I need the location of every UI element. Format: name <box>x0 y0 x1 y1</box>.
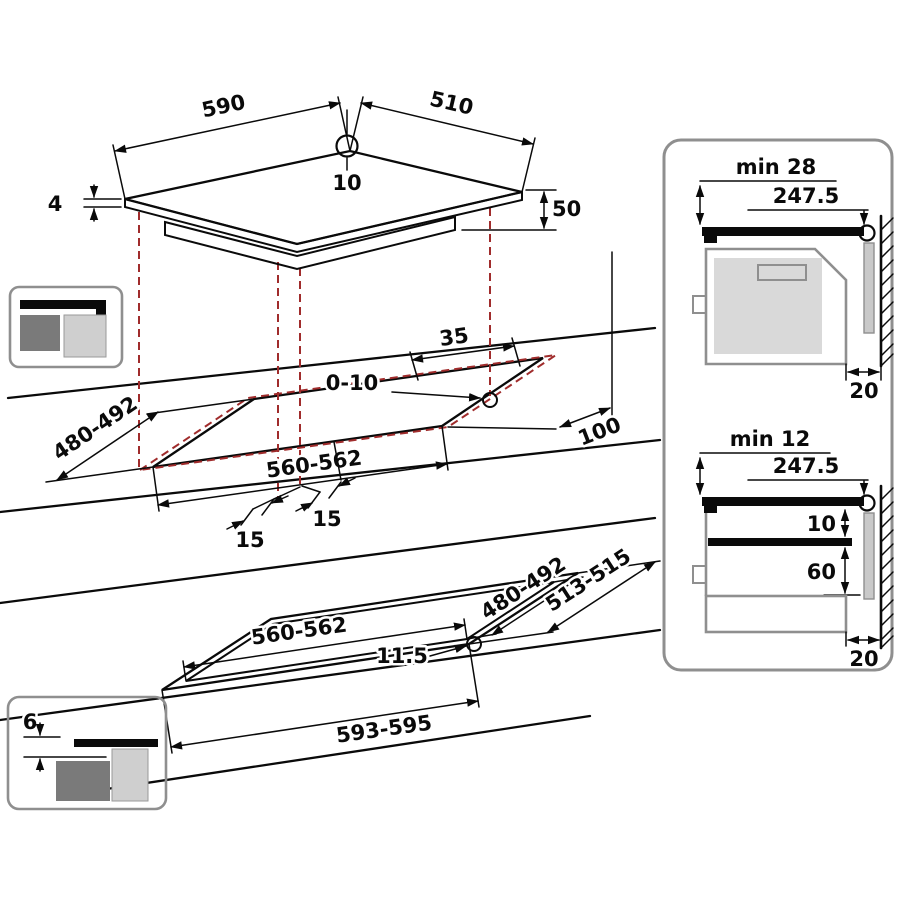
hob-isometric-view: 590 510 10 4 50 <box>45 84 584 271</box>
icon-flush-glass <box>74 739 158 747</box>
hob-body <box>164 215 456 271</box>
hob-section-nub-flush <box>704 506 717 513</box>
dim-hob-depth: 510 <box>428 87 476 120</box>
hob-section-bar-flush <box>702 497 864 506</box>
flush-install-section: min 12 247.5 10 60 <box>692 425 894 674</box>
dim-ledge-depth: 6 <box>23 710 38 734</box>
icon-flush-body <box>56 761 110 801</box>
dim-hob-width: 590 <box>200 90 248 123</box>
dim-body-height: 50 <box>552 197 581 221</box>
dim-glass-thickness: 4 <box>48 192 63 216</box>
hinge-tab-flush <box>692 565 707 584</box>
wall-hatching <box>880 217 894 367</box>
flush-back-edge <box>0 516 657 605</box>
mounting-bracket <box>863 242 875 334</box>
lower-cabinet <box>704 594 848 634</box>
cutout-outline <box>152 356 544 469</box>
section-icon-flush: 6 <box>6 695 168 811</box>
dim-shelf-offset: 60 <box>807 560 836 584</box>
side-panel: min 28 247.5 <box>662 138 894 674</box>
mounting-bracket-flush <box>863 512 875 600</box>
icon-hob-body <box>20 315 60 351</box>
dim-hole-to-edge: 35 <box>438 323 470 351</box>
dim-margin-right: 15 <box>312 507 341 531</box>
dim-margin-left: 15 <box>235 528 264 552</box>
cabinet-vent-slot <box>757 264 807 281</box>
standard-install-section: min 28 247.5 <box>692 153 894 406</box>
fixing-point-circle-flush <box>858 494 876 512</box>
flush-lower-edge <box>98 714 592 792</box>
dim-edge-gap: 0-10 <box>326 371 379 395</box>
icon-hob-edge <box>96 309 106 315</box>
hob-section-nub <box>704 236 717 243</box>
flush-cutout-view: 560-562 11.5 480-492 513-515 593-595 <box>0 516 662 792</box>
worktop-cutout-view <box>0 251 662 514</box>
dim-bracket-depth-flush: 247.5 <box>773 454 839 478</box>
hob-section-bar <box>702 227 864 236</box>
dim-min-clearance-standard: min 28 <box>736 155 817 179</box>
icon-frame <box>8 285 124 369</box>
dim-min-clearance-flush: min 12 <box>730 427 811 451</box>
dim-ledge-width: 11.5 <box>376 644 428 668</box>
section-icon-overlap <box>8 285 124 369</box>
dim-shelf-gap: 10 <box>807 512 836 536</box>
icon-worktop-block <box>63 314 107 358</box>
wall-hatching-flush <box>880 487 894 649</box>
icon-frame-flush <box>6 695 168 811</box>
hob-glass-edge <box>124 190 523 254</box>
icon-flush-worktop <box>111 748 149 802</box>
hinge-tab <box>692 295 707 314</box>
cabinet-outline <box>704 247 848 366</box>
dim-wall-gap-standard: 20 <box>849 379 878 403</box>
icon-hob-glass <box>20 300 106 309</box>
dim-hole-offset: 10 <box>332 171 361 195</box>
cabinet-interior <box>714 258 822 354</box>
side-panel-frame <box>662 138 894 672</box>
flush-front-edge <box>0 628 662 722</box>
corner-detail-circle <box>482 392 498 408</box>
fixing-point-circle <box>858 224 876 242</box>
hob-hole <box>335 134 359 158</box>
shelf-bar <box>708 538 852 546</box>
ledge-detail-circle <box>466 636 482 652</box>
worktop-back-edge <box>6 326 657 400</box>
dim-bracket-depth-standard: 247.5 <box>773 184 839 208</box>
dim-wall-gap-flush: 20 <box>849 647 878 671</box>
